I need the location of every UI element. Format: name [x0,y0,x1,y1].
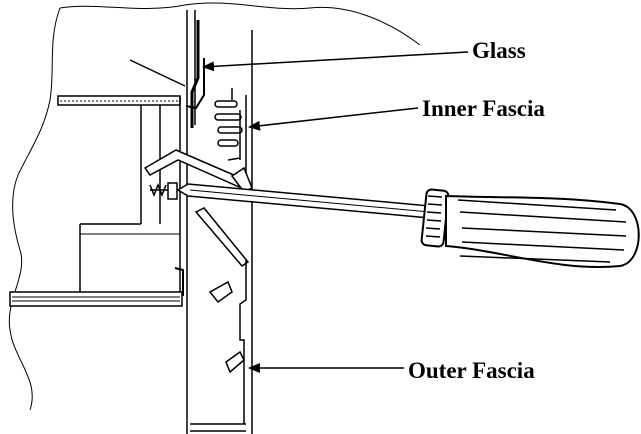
screw-head [167,182,178,200]
inner-fascia-label: Inner Fascia [422,96,545,121]
inner-fascia-fin-1 [214,100,238,108]
outer-fascia-hook-2 [225,350,245,374]
inner-fascia-fin-2 [214,113,242,121]
glass-clip [185,58,205,110]
screwdriver-shaft [176,183,431,219]
inner-fascia-profile [214,88,247,178]
screwdriver [176,183,640,268]
screwdriver-handle-ribs [457,199,627,263]
cabinet-body [9,95,184,307]
inner-fascia-callout-arrow [248,107,419,131]
inner-fascia-body [227,88,247,178]
glass-callout-arrow [202,51,469,72]
outer-fascia-angled-fin [194,207,250,267]
outer-fascia-label: Outer Fascia [408,358,535,383]
glass-pane [190,20,200,128]
outer-fascia-wall [239,260,247,424]
screwdriver-ferrule [420,188,450,248]
screwdriver-shaft-highlight [189,189,431,213]
cabinet-bottom-lip [174,267,184,296]
outer-fascia-profile [190,207,250,432]
outer-fascia-hook-1 [208,280,233,304]
glass-reflection [129,59,186,87]
inner-fascia-fin-3 [217,126,243,134]
retaining-screw [149,182,178,200]
screwdriver-ferrule-grip [425,195,443,238]
cabinet-bottom-rail [9,291,183,307]
cutaway-boundary [8,2,421,411]
screw-threads [149,182,167,198]
glass-label: Glass [472,38,526,63]
inner-fascia-fin-4 [217,139,239,147]
glass-panel [129,20,205,128]
clip-tab [230,166,253,193]
